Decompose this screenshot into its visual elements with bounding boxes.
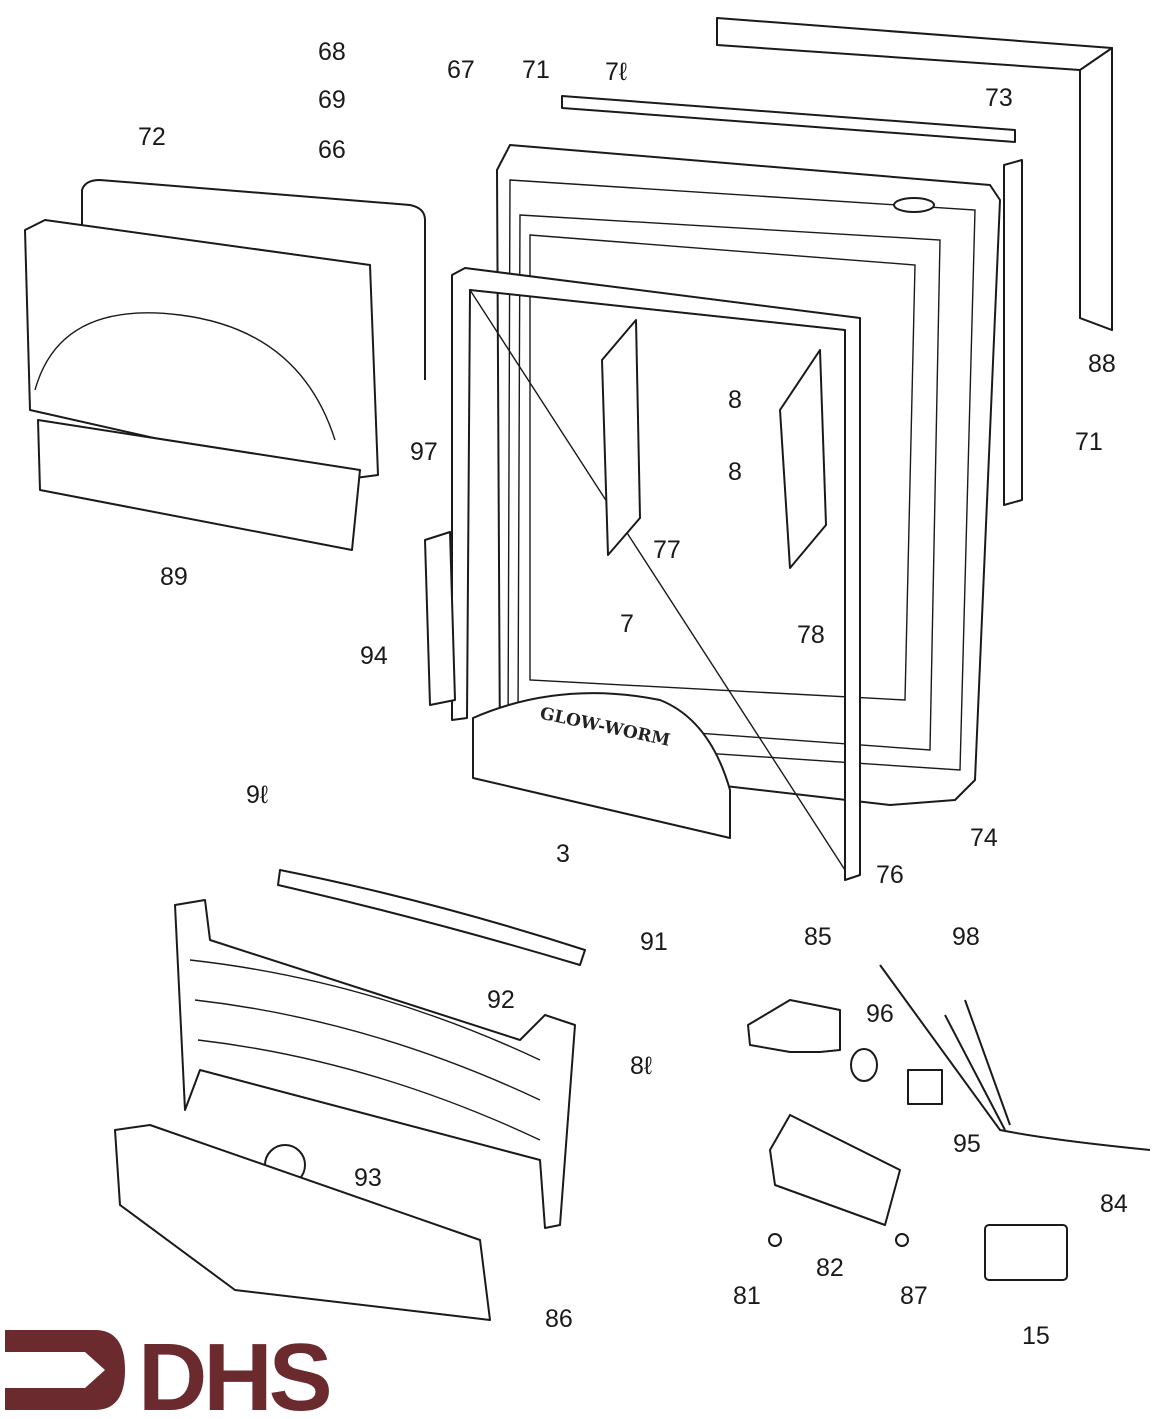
box-15 — [984, 1224, 1068, 1281]
label-7: 7 — [620, 610, 634, 638]
label-85: 85 — [804, 923, 832, 951]
label-91: 91 — [640, 928, 668, 956]
ashpan-86 — [114, 1124, 491, 1321]
dhs-logo: DHS — [5, 1324, 334, 1419]
label-8-upper: 8 — [728, 386, 742, 414]
label-94: 94 — [360, 642, 388, 670]
label-71-top: 71 — [522, 56, 550, 84]
label-77: 77 — [653, 536, 681, 564]
bar-91 — [277, 869, 586, 966]
label-86: 86 — [545, 1305, 573, 1333]
label-76: 76 — [876, 861, 904, 889]
label-88: 88 — [1088, 350, 1116, 378]
grommet-96 — [850, 1048, 878, 1082]
label-70: 7ℓ — [605, 58, 628, 86]
label-92: 92 — [487, 986, 515, 1014]
label-87: 87 — [900, 1282, 928, 1310]
label-69: 69 — [318, 86, 346, 114]
side-strip-71 — [1003, 159, 1023, 506]
main-body-74 — [496, 144, 1001, 806]
bracket-77 — [601, 319, 641, 556]
label-98: 98 — [952, 923, 980, 951]
label-15: 15 — [1022, 1322, 1050, 1350]
label-81: 81 — [733, 1282, 761, 1310]
nut-95 — [907, 1069, 943, 1105]
label-78: 78 — [797, 621, 825, 649]
label-84: 84 — [1100, 1190, 1128, 1218]
label-8-lower: 8 — [728, 458, 742, 486]
wires-84 — [879, 964, 1151, 1151]
label-66: 66 — [318, 136, 346, 164]
label-89: 89 — [160, 563, 188, 591]
bracket-85 — [747, 999, 841, 1053]
label-73: 73 — [985, 84, 1013, 112]
label-3: 3 — [556, 840, 570, 868]
label-90: 9ℓ — [246, 781, 269, 809]
label-72: 72 — [138, 123, 166, 151]
label-74: 74 — [970, 824, 998, 852]
label-80: 8ℓ — [630, 1052, 653, 1080]
control-box-82 — [769, 1114, 901, 1226]
bracket-78 — [779, 349, 827, 569]
label-67: 67 — [447, 56, 475, 84]
vent-94 — [424, 531, 456, 706]
label-82: 82 — [816, 1254, 844, 1282]
brand-plate-3: GLOW-WORM — [472, 692, 731, 839]
label-71-right: 71 — [1075, 428, 1103, 456]
logo-arrow-icon — [5, 1330, 125, 1410]
label-93: 93 — [354, 1164, 382, 1192]
label-97: 97 — [410, 438, 438, 466]
label-95: 95 — [953, 1130, 981, 1158]
label-68: 68 — [318, 38, 346, 66]
label-96: 96 — [866, 1000, 894, 1028]
top-bar-73 — [561, 95, 1016, 143]
logo-text: DHS — [138, 1324, 330, 1419]
front-frame-76 — [451, 267, 861, 881]
back-panel-88 — [716, 17, 1113, 331]
canopy-assembly — [24, 178, 426, 551]
